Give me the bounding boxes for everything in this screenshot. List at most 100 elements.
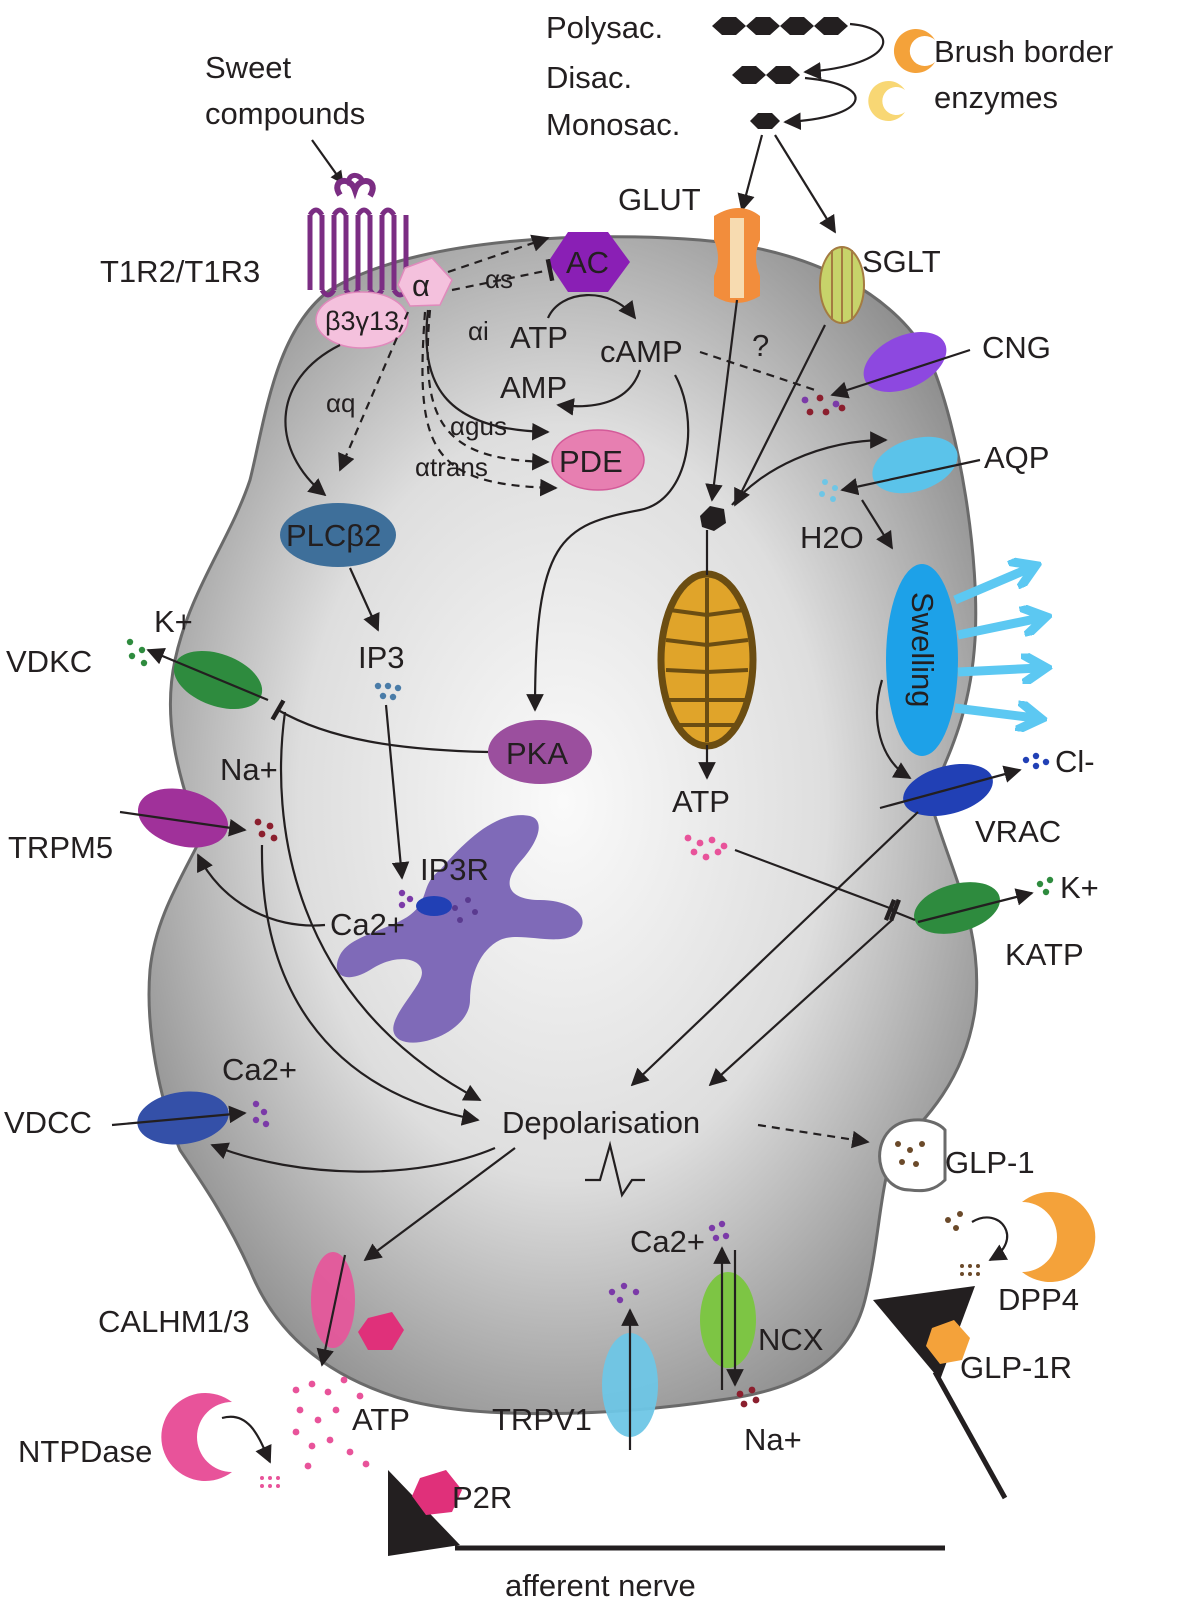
h2o-label: H2O	[800, 520, 864, 555]
ca-vdcc-label: Ca2+	[222, 1052, 297, 1087]
plc-beta2	[280, 503, 396, 567]
trpm5-label: TRPM5	[8, 830, 113, 865]
glp1r-receptor	[926, 1320, 970, 1364]
aqp-flux-arrow	[840, 458, 981, 496]
ncx-exchanger	[700, 1272, 756, 1368]
atp-inhibit-katp	[734, 848, 901, 922]
g-beta-gamma-subunit	[315, 291, 409, 349]
g-alpha-subunit	[397, 257, 453, 307]
ip3r-label: IP3R	[420, 852, 489, 887]
depol-to-vdcc-arrow	[210, 1142, 496, 1173]
p2r-label: P2R	[452, 1480, 512, 1515]
brush-border-label-2: enzymes	[934, 80, 1058, 115]
trpm5-channel	[137, 788, 229, 848]
phosphodiesterase	[551, 429, 645, 491]
ntpdase-label: NTPDase	[18, 1434, 152, 1469]
p2r-cell-hexagon	[358, 1312, 404, 1350]
depolarisation-label: Depolarisation	[502, 1105, 700, 1140]
dpp4-label: DPP4	[998, 1282, 1079, 1317]
calhm-flux-arrow	[316, 1254, 347, 1367]
ip3-molecules	[374, 682, 402, 701]
afferent-nerve-terminal	[388, 1470, 460, 1556]
vrac-to-depol-arrow	[630, 811, 919, 1087]
ip3r-channel	[416, 896, 452, 916]
vdcc-flux-arrow	[111, 1105, 247, 1127]
alpha-label: α	[412, 268, 430, 303]
pka-inhibit-vdkc	[270, 699, 489, 754]
brush-border-label-1: Brush border	[934, 34, 1113, 69]
vrac-flux-arrow	[879, 765, 1022, 810]
vdkc-flux-arrow	[146, 647, 269, 702]
monosac-label: Monosac.	[546, 107, 680, 142]
polysac-label: Polysac.	[546, 10, 663, 45]
vrac-label: VRAC	[975, 814, 1061, 849]
cleavage-arrow-2	[783, 76, 857, 131]
ip3-to-ip3r-arrow	[384, 704, 410, 880]
glp1-label: GLP-1	[945, 1145, 1035, 1180]
ip3-label: IP3	[358, 640, 405, 675]
calhm-label: CALHM1/3	[98, 1304, 250, 1339]
atp-to-camp-arrow	[546, 294, 637, 320]
intracellular-glucose	[700, 506, 726, 531]
plcb2-label: PLCβ2	[286, 518, 381, 553]
atp-bottom-label: ATP	[352, 1402, 410, 1437]
ca-ions-er-lumen	[452, 897, 478, 923]
ncx-label: NCX	[758, 1322, 824, 1357]
disaccharide	[732, 66, 800, 84]
vdkc-label: VDKC	[6, 644, 92, 679]
p2r-receptor	[412, 1470, 462, 1515]
calhm-channel	[311, 1252, 355, 1348]
atp-degraded	[260, 1476, 280, 1488]
water-to-swelling-arrow	[861, 499, 893, 550]
k-left-label: K+	[154, 604, 193, 639]
glut-to-glucose-arrow	[705, 299, 739, 502]
glp1r-nerve-fiber	[932, 1370, 1008, 1500]
vdcc-label: VDCC	[4, 1105, 92, 1140]
alpha-i-inhibit	[451, 258, 555, 292]
sglt-to-glucose-arrow	[734, 324, 826, 507]
alpha-s-arrow	[447, 234, 550, 274]
k-ions-left	[126, 638, 148, 667]
alpha-trans-arrow	[421, 311, 558, 497]
katp-tee	[883, 898, 916, 922]
glut-transporter	[714, 208, 760, 303]
pde-label: PDE	[559, 444, 623, 479]
ca-ions-er	[398, 889, 414, 909]
dpp4-cleavage-arrow	[971, 1216, 1009, 1261]
endoplasmic-reticulum	[336, 815, 583, 1043]
swelling-indicator	[886, 564, 1040, 756]
beta-gamma-label: β3γ13	[325, 306, 399, 336]
cng-flux-arrow	[830, 348, 971, 399]
dpp4-enzyme	[1022, 1192, 1096, 1282]
trpv1-label: TRPV1	[492, 1402, 592, 1437]
amp-label: AMP	[500, 370, 567, 405]
brush-border-enzyme-yellow	[868, 81, 905, 122]
ntpdase-enzyme	[161, 1393, 232, 1482]
pka-label: PKA	[506, 736, 568, 771]
katp-label: KATP	[1005, 937, 1084, 972]
alpha-q-label: αq	[326, 388, 356, 418]
atp-molecules-mito	[684, 834, 728, 861]
glp1r-nerve-terminal	[873, 1286, 975, 1380]
polysaccharide-chain	[712, 17, 848, 35]
na-ions-ncx	[736, 1386, 760, 1408]
swelling-label: Swelling	[905, 592, 940, 707]
plc-to-ip3-arrow	[348, 567, 380, 632]
monosaccharide	[750, 113, 780, 129]
glut-label: GLUT	[618, 182, 701, 217]
katp-to-depol-arrow	[708, 919, 893, 1087]
afferent-nerve-label: afferent nerve	[505, 1568, 696, 1603]
brush-border-enzyme-orange	[893, 29, 935, 73]
camp-label: cAMP	[600, 334, 683, 369]
sglt-transporter	[819, 246, 865, 324]
glucose-to-aqp-arrow	[731, 431, 888, 506]
vdkc-to-depol-arrow	[279, 711, 482, 1101]
ca-ions-vdcc	[252, 1100, 270, 1128]
cng-label: CNG	[982, 330, 1051, 365]
t1r2-t1r3-receptor	[307, 172, 409, 298]
swelling-to-vrac-arrow	[875, 679, 912, 779]
sweet-label-2: compounds	[205, 96, 365, 131]
aqp-label: AQP	[984, 440, 1049, 475]
k-ions-right	[1036, 876, 1054, 896]
